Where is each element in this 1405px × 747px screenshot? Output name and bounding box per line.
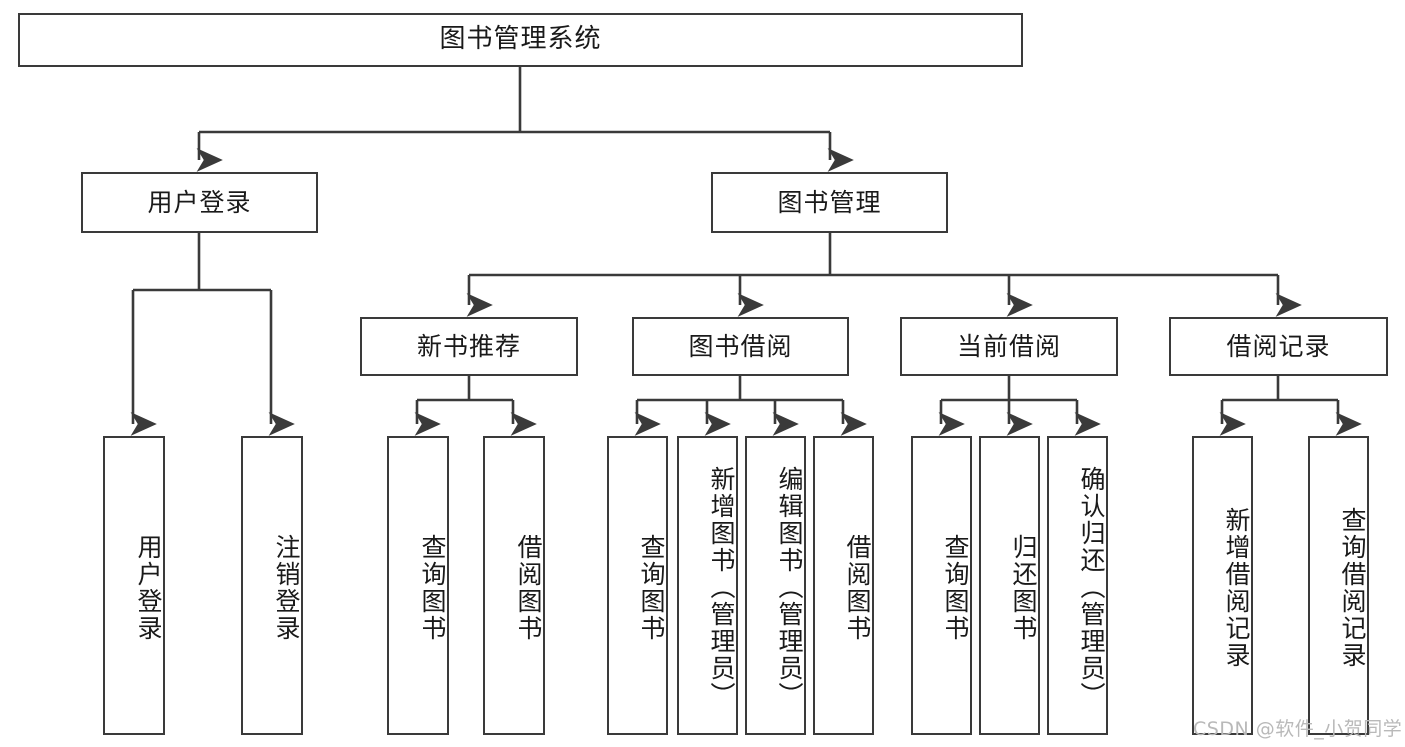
leaf-add-book-admin[interactable]: 新增图书（管理员） (677, 436, 738, 735)
leaf-borrow-book-borrow[interactable]: 借阅图书 (813, 436, 874, 735)
leaf-user-login[interactable]: 用户登录 (103, 436, 165, 735)
leaf-query-book-recommend[interactable]: 查询图书 (387, 436, 449, 735)
node-user-login[interactable]: 用户登录 (81, 172, 318, 233)
node-borrow-record[interactable]: 借阅记录 (1169, 317, 1388, 376)
node-book-borrow[interactable]: 图书借阅 (632, 317, 849, 376)
node-new-book-recommend[interactable]: 新书推荐 (360, 317, 578, 376)
leaf-add-borrow-record[interactable]: 新增借阅记录 (1192, 436, 1253, 735)
node-root-system[interactable]: 图书管理系统 (18, 13, 1023, 67)
leaf-return-book[interactable]: 归还图书 (979, 436, 1040, 735)
node-current-borrow[interactable]: 当前借阅 (900, 317, 1118, 376)
leaf-query-book-current[interactable]: 查询图书 (911, 436, 972, 735)
node-book-management[interactable]: 图书管理 (711, 172, 948, 233)
leaf-borrow-book-recommend[interactable]: 借阅图书 (483, 436, 545, 735)
csdn-watermark: CSDN @软件_小贺同学 (1193, 718, 1403, 740)
leaf-query-borrow-record[interactable]: 查询借阅记录 (1308, 436, 1369, 735)
leaf-confirm-return-admin[interactable]: 确认归还（管理员） (1047, 436, 1108, 735)
leaf-logout-login[interactable]: 注销登录 (241, 436, 303, 735)
leaf-edit-book-admin[interactable]: 编辑图书（管理员） (745, 436, 806, 735)
leaf-query-book-borrow[interactable]: 查询图书 (607, 436, 668, 735)
